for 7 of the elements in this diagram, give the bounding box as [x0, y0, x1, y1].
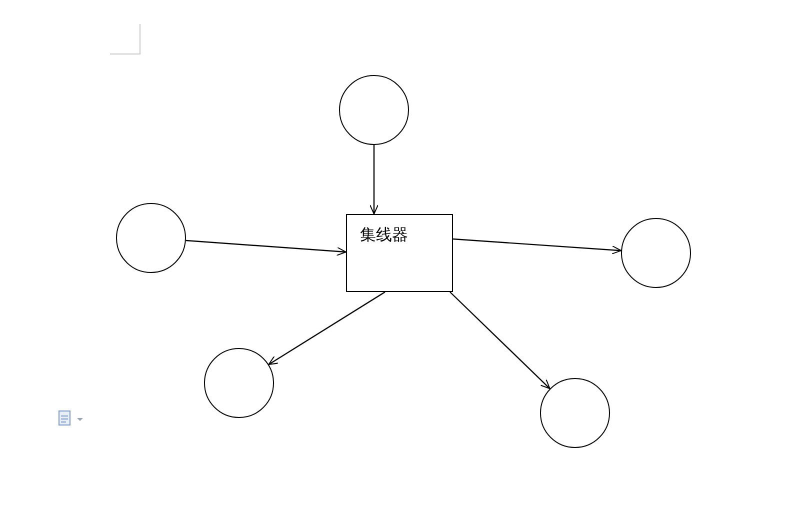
- arrow: [186, 240, 346, 256]
- arrow: [268, 292, 386, 365]
- node-label: 集线器: [360, 224, 409, 246]
- hub-box: [346, 214, 453, 292]
- arrow: [370, 145, 378, 214]
- arrow: [450, 292, 550, 390]
- arrow: [452, 238, 622, 254]
